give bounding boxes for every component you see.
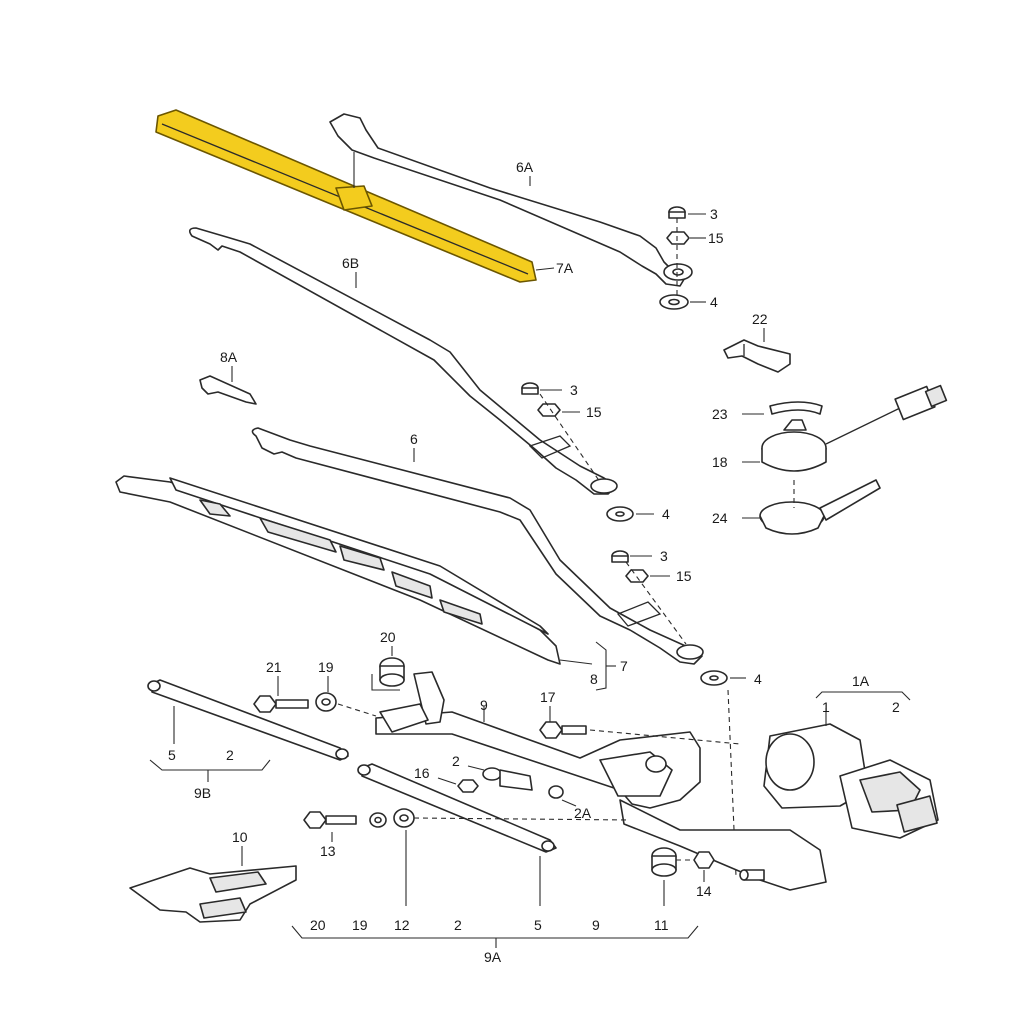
bracket-10[interactable]: [129, 865, 297, 923]
bolt-13[interactable]: [303, 811, 357, 829]
screw-17[interactable]: [539, 721, 587, 739]
label-9b: 9B: [194, 785, 211, 801]
wiper-blade-7[interactable]: [115, 475, 561, 665]
wiper-arm-6a[interactable]: [329, 113, 693, 287]
nut-cap-3-top[interactable]: [668, 206, 686, 219]
nut-15-lower[interactable]: [625, 569, 649, 583]
label-5-middle: 5: [534, 917, 542, 933]
label-9: 9: [480, 697, 488, 713]
label-6a: 6A: [516, 159, 534, 175]
label-8: 8: [590, 671, 598, 687]
nut-15-middle[interactable]: [537, 403, 561, 417]
label-4-middle: 4: [662, 506, 670, 522]
label-19-upper: 19: [318, 659, 334, 675]
label-8a: 8A: [220, 349, 238, 365]
clip-8a[interactable]: [199, 375, 257, 405]
grommet-20[interactable]: [379, 657, 405, 687]
link-rod-5[interactable]: [357, 763, 557, 853]
label-5-left: 5: [168, 747, 176, 763]
label-2-left: 2: [226, 747, 234, 763]
label-1: 1: [822, 699, 830, 715]
label-3-lower: 3: [660, 548, 668, 564]
clip-22[interactable]: [723, 339, 791, 373]
cable-connector[interactable]: [825, 384, 948, 445]
label-2-middle: 2: [452, 753, 460, 769]
nut-15-top[interactable]: [666, 231, 690, 245]
bolt-21[interactable]: [253, 695, 309, 713]
label-20: 20: [380, 629, 396, 645]
label-2-right: 2: [892, 699, 900, 715]
bush-2a[interactable]: [548, 785, 564, 799]
washer-4-middle[interactable]: [606, 506, 634, 522]
wiper-motor-1a[interactable]: [763, 723, 939, 839]
bush-12[interactable]: [393, 808, 415, 828]
bracket-label-20: 20: [310, 917, 326, 933]
bracket-label-9: 9: [592, 917, 600, 933]
label-17: 17: [540, 689, 556, 705]
label-6: 6: [410, 431, 418, 447]
nut-cap-3-lower[interactable]: [611, 550, 629, 563]
bracket-label-2: 2: [454, 917, 462, 933]
label-13: 13: [320, 843, 336, 859]
label-24: 24: [712, 510, 728, 526]
label-9a: 9A: [484, 949, 502, 965]
grommet-11[interactable]: [651, 847, 677, 877]
label-7: 7: [620, 658, 628, 674]
ball-joint-2[interactable]: [482, 767, 533, 791]
nut-cap-3-middle[interactable]: [521, 382, 539, 395]
linkage-frame-9[interactable]: [375, 671, 827, 891]
label-23: 23: [712, 406, 728, 422]
washer-4-lower[interactable]: [700, 670, 728, 686]
label-12: 12: [394, 917, 410, 933]
wiper-arm-6[interactable]: [251, 427, 704, 665]
label-6b: 6B: [342, 255, 359, 271]
washer-4-top[interactable]: [659, 294, 689, 310]
base-24[interactable]: [759, 479, 881, 535]
label-3-top: 3: [710, 206, 718, 222]
label-3-middle: 3: [570, 382, 578, 398]
label-15-lower: 15: [676, 568, 692, 584]
label-16: 16: [414, 765, 430, 781]
wiper-arm-6b[interactable]: [188, 227, 618, 495]
label-7a: 7A: [556, 260, 574, 276]
bush-19-upper[interactable]: [315, 692, 337, 712]
nut-16[interactable]: [457, 779, 479, 793]
ring-23[interactable]: [769, 401, 823, 415]
label-2a: 2A: [574, 805, 592, 821]
label-15-top: 15: [708, 230, 724, 246]
label-10: 10: [232, 829, 248, 845]
pin-bolt-lower[interactable]: [739, 869, 765, 881]
label-11: 11: [654, 917, 669, 933]
bracket-label-19: 19: [352, 917, 368, 933]
link-rod-9b[interactable]: [147, 679, 349, 761]
label-21: 21: [266, 659, 282, 675]
label-18: 18: [712, 454, 728, 470]
nut-14[interactable]: [693, 851, 715, 869]
label-15-middle: 15: [586, 404, 602, 420]
label-1a: 1A: [852, 673, 870, 689]
cap-18[interactable]: [761, 419, 827, 472]
label-14: 14: [696, 883, 712, 899]
label-4-top: 4: [710, 294, 718, 310]
wiper-blade-7a-highlighted[interactable]: [155, 109, 537, 283]
label-4-lower: 4: [754, 671, 762, 687]
washer-19-lower[interactable]: [369, 812, 387, 828]
label-22: 22: [752, 311, 768, 327]
